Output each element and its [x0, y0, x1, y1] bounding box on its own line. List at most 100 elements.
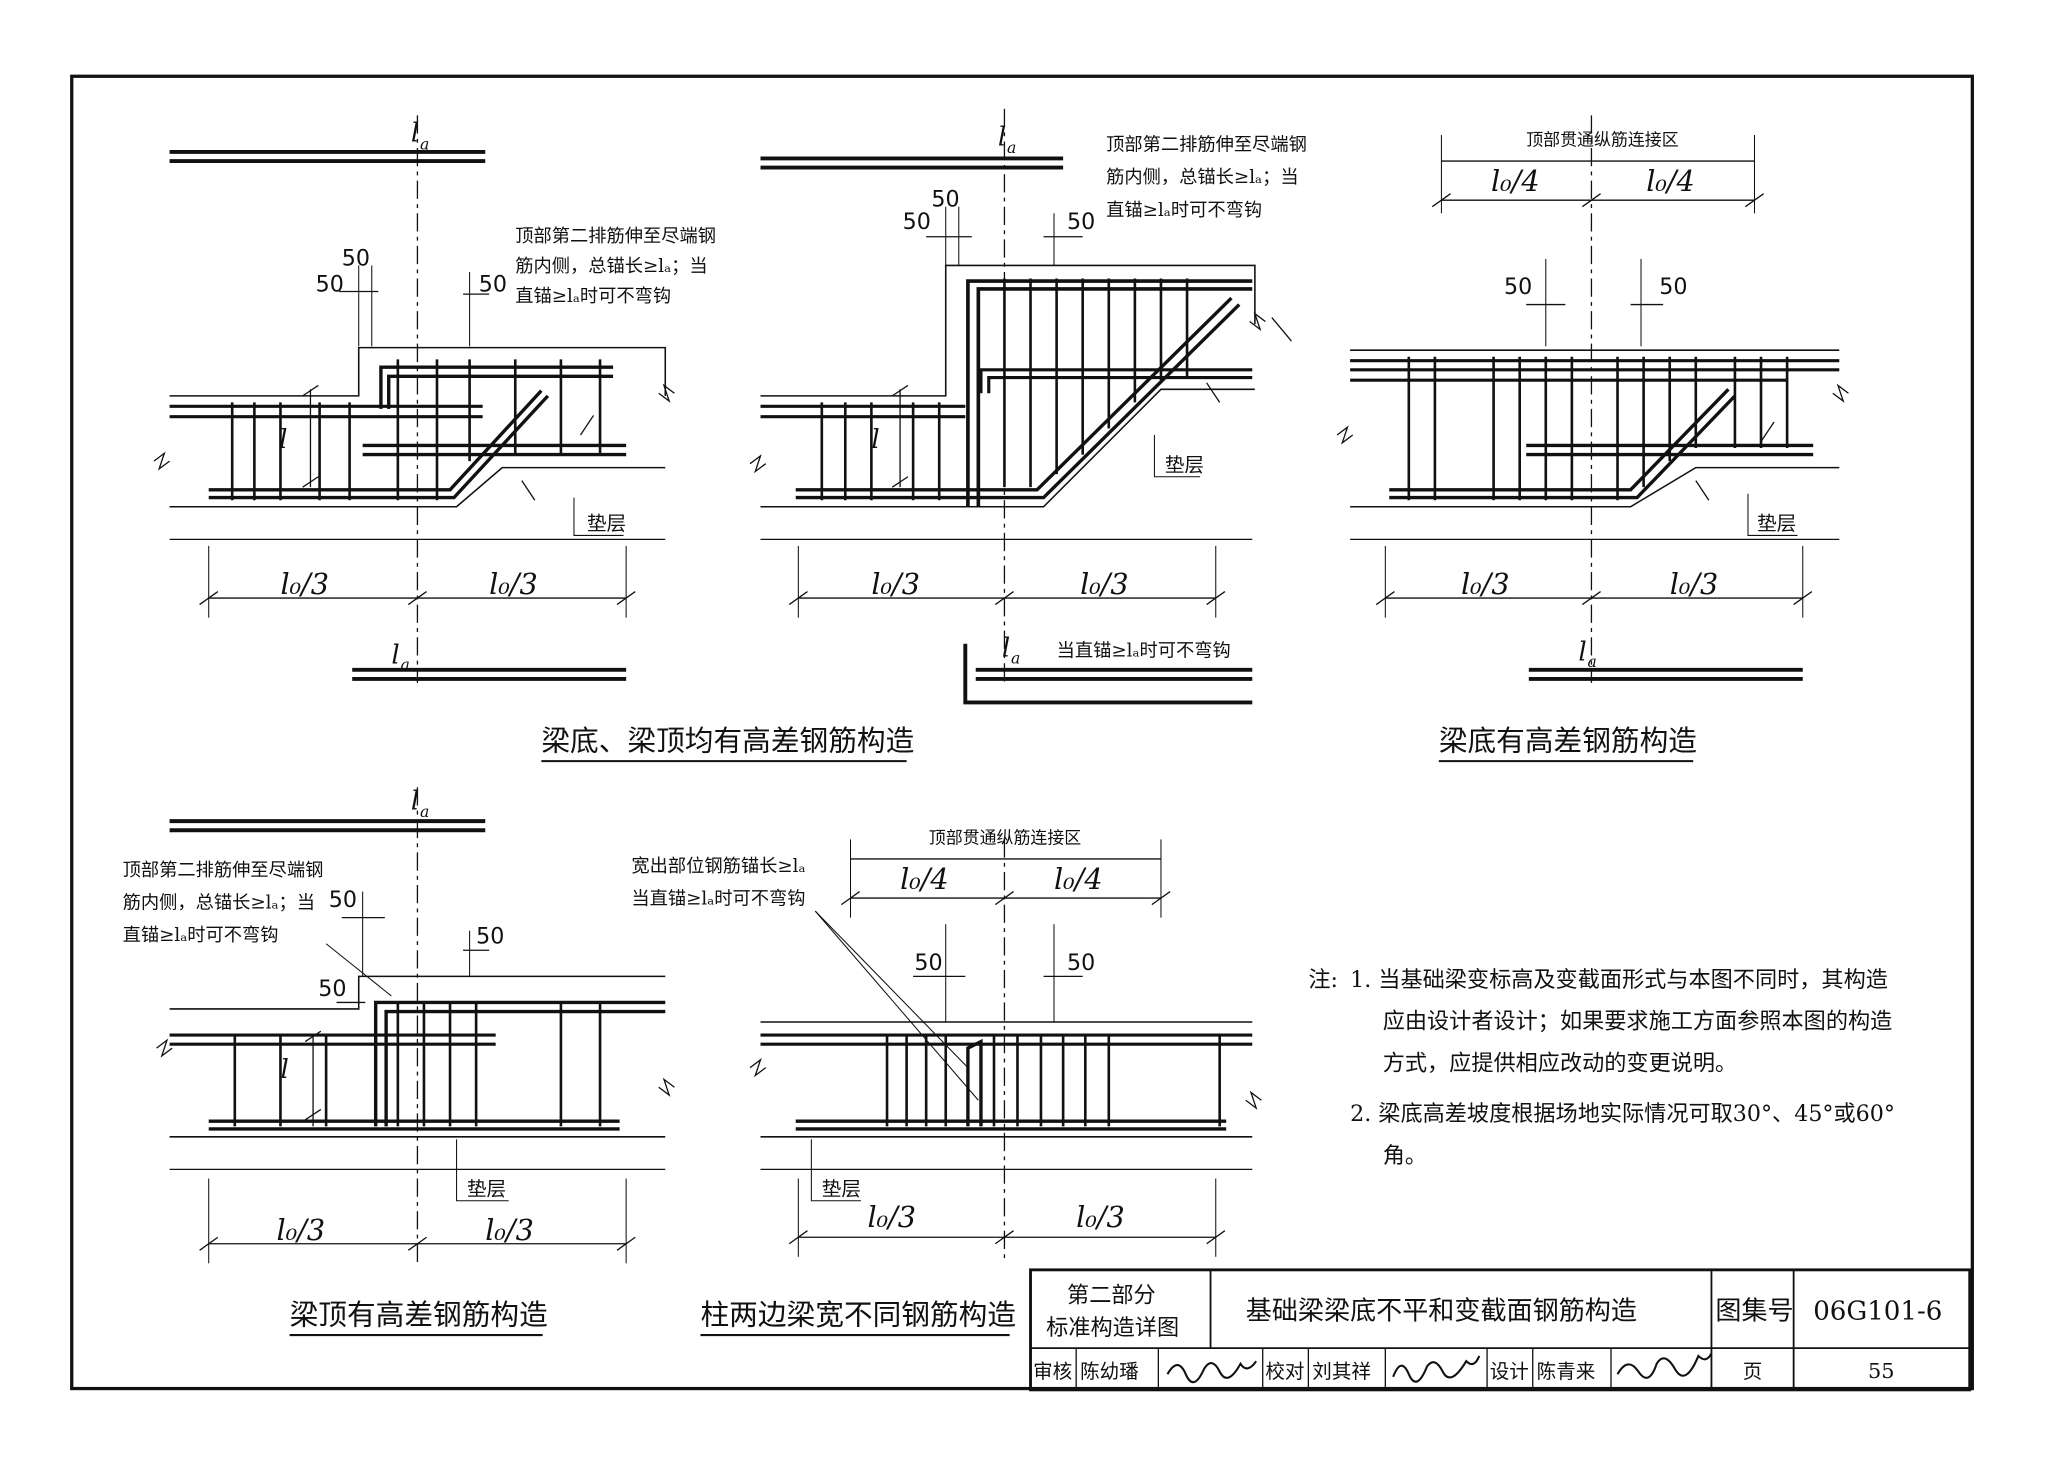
- svg-text:l: l: [279, 425, 287, 455]
- svg-text:顶部贯通纵筋连接区: 顶部贯通纵筋连接区: [929, 827, 1082, 847]
- figure-2-beam-bottom-step: [1336, 115, 1849, 683]
- svg-text:50: 50: [931, 187, 959, 213]
- reviewer-name: 陈幼璠: [1080, 1360, 1139, 1383]
- caption-fig2: 梁底有高差钢筋构造: [1439, 724, 1697, 758]
- svg-text:l₀/3: l₀/3: [1076, 1200, 1125, 1234]
- svg-text:l: l: [871, 425, 879, 455]
- svg-text:筋内侧，总锚长≥lₐ；当: 筋内侧，总锚长≥lₐ；当: [123, 893, 315, 914]
- la-symbol: l: [411, 118, 419, 148]
- svg-text:l₀/3: l₀/3: [871, 567, 920, 601]
- svg-text:l: l: [1578, 638, 1586, 668]
- caption-fig3: 梁顶有高差钢筋构造: [290, 1298, 548, 1332]
- designer-name: 陈青来: [1537, 1360, 1596, 1383]
- figure-captions: 梁底、梁顶均有高差钢筋构造 梁底有高差钢筋构造 梁顶有高差钢筋构造 柱两边梁宽不…: [289, 724, 1697, 1337]
- figure-4-different-beam-widths: [749, 839, 1262, 1264]
- svg-text:l: l: [1002, 634, 1010, 664]
- check-label: 校对: [1265, 1360, 1304, 1383]
- top-zone-label: 顶部贯通纵筋连接区: [1526, 129, 1679, 149]
- svg-text:垫层: 垫层: [1165, 454, 1204, 477]
- signature-designer: [1616, 1352, 1713, 1379]
- footnote-1-line-3: 方式，应提供相应改动的变更说明。: [1383, 1050, 1738, 1076]
- dim-l0-quarter: l₀/4: [1491, 164, 1540, 198]
- svg-text:顶部第二排筋伸至尽端钢: 顶部第二排筋伸至尽端钢: [123, 860, 324, 881]
- figure-1-beam-top-bottom-step: [153, 115, 675, 683]
- svg-text:a: a: [420, 802, 429, 821]
- svg-text:50: 50: [1067, 950, 1095, 976]
- svg-text:50: 50: [1659, 274, 1687, 300]
- svg-text:直锚≥lₐ时可不弯钩: 直锚≥lₐ时可不弯钩: [1106, 200, 1262, 221]
- svg-text:垫层: 垫层: [1757, 512, 1796, 535]
- svg-text:50: 50: [476, 924, 504, 950]
- footnote-1-line-1: 1. 当基础梁变标高及变截面形式与本图不同时，其构造: [1350, 967, 1888, 993]
- svg-text:50: 50: [1504, 274, 1532, 300]
- svg-text:l₀/4: l₀/4: [900, 862, 949, 896]
- svg-text:l₀/3: l₀/3: [1670, 567, 1719, 601]
- svg-text:顶部第二排筋伸至尽端钢: 顶部第二排筋伸至尽端钢: [1106, 135, 1307, 156]
- figure-4-labels: 顶部贯通纵筋连接区 l₀/4 l₀/4 50 50 垫层 l₀/3 l₀/3 宽…: [631, 827, 1124, 1234]
- design-label: 设计: [1490, 1360, 1529, 1383]
- svg-text:l₀/3: l₀/3: [1461, 567, 1510, 601]
- svg-text:a: a: [1007, 138, 1016, 157]
- dim-l0-third: l₀/3: [280, 567, 329, 601]
- svg-text:50: 50: [316, 272, 344, 298]
- svg-text:垫层: 垫层: [822, 1177, 861, 1200]
- review-label: 审核: [1033, 1360, 1072, 1383]
- svg-text:l: l: [280, 1055, 288, 1085]
- part-label: 第二部分: [1067, 1282, 1156, 1308]
- svg-text:50: 50: [903, 209, 931, 235]
- svg-text:a: a: [1588, 652, 1597, 671]
- svg-text:50: 50: [329, 887, 357, 913]
- figure-1b-beam-top-bottom-step: [749, 108, 1292, 705]
- svg-text:a: a: [1011, 648, 1020, 667]
- note-second-row-2: 筋内侧，总锚长≥lₐ；当: [515, 256, 707, 277]
- dim-50: 50: [342, 245, 370, 271]
- page-number: 55: [1868, 1359, 1895, 1383]
- svg-text:直锚≥lₐ时可不弯钩: 直锚≥lₐ时可不弯钩: [123, 925, 279, 946]
- footnote-1-line-2: 应由设计者设计；如果要求施工方面参照本图的构造: [1383, 1009, 1893, 1035]
- title-block: [1029, 1268, 1972, 1392]
- page-label: 页: [1743, 1360, 1763, 1383]
- dim-l0-third: l₀/3: [489, 567, 538, 601]
- atlas-label: 图集号: [1715, 1296, 1793, 1326]
- footnote-2-line-1: 2. 梁底高差坡度根据场地实际情况可取30°、45°或60°: [1350, 1101, 1895, 1127]
- svg-text:50: 50: [1067, 209, 1095, 235]
- drawing-title: 基础梁梁底不平和变截面钢筋构造: [1246, 1296, 1637, 1326]
- figure-2-labels: 顶部贯通纵筋连接区 l₀/4 l₀/4 50 50 l₀/3 l₀/3 l a …: [1461, 129, 1796, 671]
- svg-text:l₀/3: l₀/3: [485, 1213, 534, 1247]
- svg-text:a: a: [420, 134, 429, 153]
- svg-text:l: l: [391, 640, 399, 670]
- footnote-2-line-2: 角。: [1383, 1143, 1427, 1169]
- svg-text:50: 50: [914, 950, 942, 976]
- checker-name: 刘其祥: [1312, 1360, 1371, 1383]
- figure-1-labels: l a l₀/3 l₀/3 l a l 50 50 50 垫层 顶部第二排筋伸至…: [279, 118, 716, 673]
- figure-3-labels: l a 50 50 50 l 垫层 l₀/3 l₀/3 顶部第二排筋伸至尽端钢 …: [123, 786, 534, 1246]
- note-second-row-3: 直锚≥lₐ时可不弯钩: [515, 286, 671, 307]
- footnote: 注: 1. 当基础梁变标高及变截面形式与本图不同时，其构造 应由设计者设计；如果…: [1308, 967, 1895, 1169]
- svg-text:l₀/4: l₀/4: [1646, 164, 1695, 198]
- note-wide-part-1: 宽出部位钢筋锚长≥lₐ: [631, 856, 805, 877]
- svg-text:l₀/3: l₀/3: [1080, 567, 1129, 601]
- svg-text:l: l: [998, 122, 1006, 152]
- svg-text:l: l: [411, 786, 419, 816]
- title-block-text: 第二部分 标准构造详图 基础梁梁底不平和变截面钢筋构造 图集号 06G101-6…: [1033, 1282, 1942, 1383]
- figure-1b-labels: l a l₀/3 l₀/3 l a 当直锚≥lₐ时可不弯钩 l 50 50 50…: [871, 122, 1307, 667]
- sheet-border: [70, 74, 1974, 1391]
- note-second-row-1: 顶部第二排筋伸至尽端钢: [515, 226, 716, 247]
- signature-checker: [1392, 1355, 1481, 1383]
- signature-reviewer: [1166, 1360, 1258, 1384]
- caption-fig1: 梁底、梁顶均有高差钢筋构造: [541, 724, 914, 758]
- atlas-number: 06G101-6: [1813, 1296, 1942, 1326]
- note-wide-part-2: 当直锚≥lₐ时可不弯钩: [631, 889, 805, 910]
- svg-text:筋内侧，总锚长≥lₐ；当: 筋内侧，总锚长≥lₐ；当: [1106, 167, 1298, 188]
- footnote-prefix: 注:: [1308, 967, 1338, 993]
- svg-text:垫层: 垫层: [467, 1177, 506, 1200]
- svg-text:l₀/3: l₀/3: [867, 1200, 916, 1234]
- figure-3-beam-top-step: [156, 787, 675, 1264]
- caption-fig4: 柱两边梁宽不同钢筋构造: [700, 1298, 1016, 1332]
- svg-text:50: 50: [318, 976, 346, 1002]
- svg-text:a: a: [400, 655, 409, 674]
- note-straight-no-hook: 当直锚≥lₐ时可不弯钩: [1057, 641, 1231, 662]
- svg-text:l₀/4: l₀/4: [1054, 862, 1103, 896]
